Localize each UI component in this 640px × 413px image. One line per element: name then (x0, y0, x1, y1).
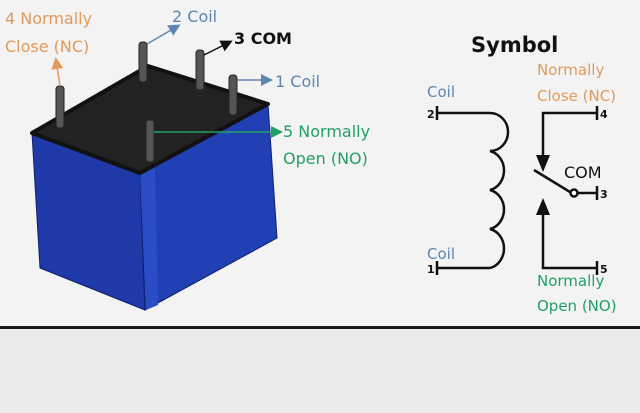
pin4-number: 4 (600, 108, 608, 121)
symbol-nc-line1: Normally (537, 61, 604, 79)
coil2-label: 2 Coil (172, 7, 217, 26)
symbol-no-line2: Open (NO) (537, 297, 617, 315)
coil1-label: 1 Coil (275, 72, 320, 91)
divider (0, 326, 640, 329)
nc-label-line2: Close (NC) (5, 37, 89, 56)
symbol-com: COM (564, 163, 602, 182)
relay-pins (55, 41, 238, 163)
symbol-coil-bottom: Coil (427, 245, 455, 263)
pin5-number: 5 (600, 263, 608, 276)
symbol-coil-top: Coil (427, 83, 455, 101)
pin2-number: 2 (427, 108, 435, 121)
pin1-number: 1 (427, 263, 435, 276)
empty-area (0, 329, 640, 413)
nc-label-line1: 4 Normally (5, 9, 92, 28)
symbol-no-line1: Normally (537, 272, 604, 290)
com-label: 3 COM (234, 29, 292, 48)
no-label-line2: Open (NO) (283, 149, 368, 168)
no-label-line1: 5 Normally (283, 122, 370, 141)
relay-illustration (30, 24, 283, 311)
coil-symbol (435, 106, 599, 275)
symbol-title: Symbol (471, 33, 558, 57)
pin3-number: 3 (600, 188, 608, 201)
symbol-nc-line2: Close (NC) (537, 87, 616, 105)
